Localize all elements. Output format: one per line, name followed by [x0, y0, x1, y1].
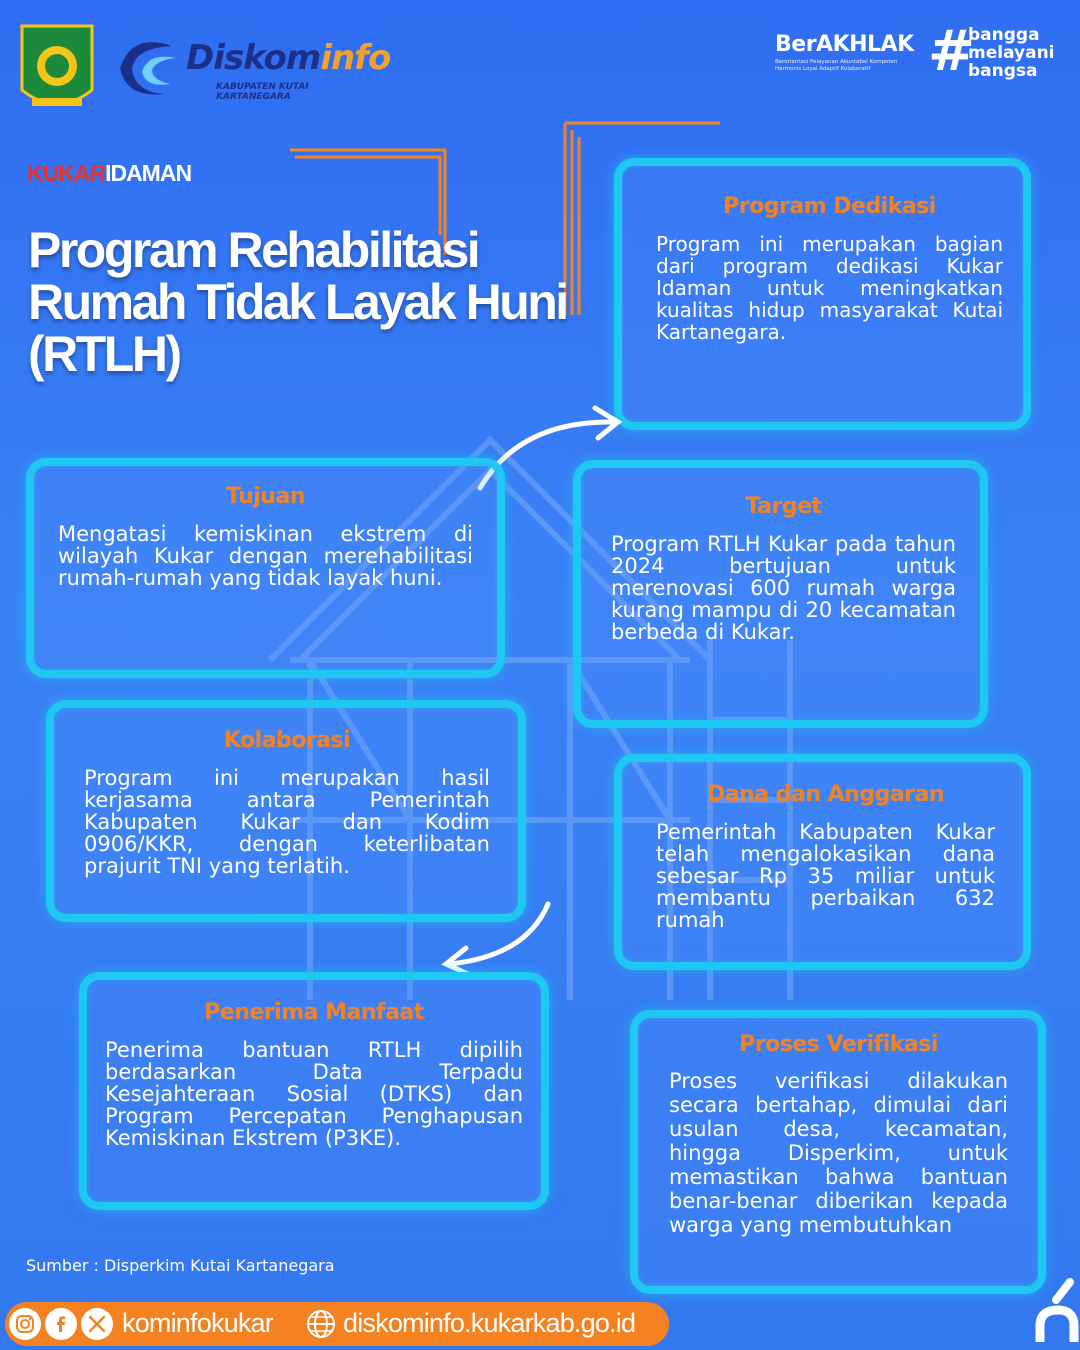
- card-text: Program ini merupakan hasil kerjasama an…: [84, 766, 490, 878]
- website-link[interactable]: diskominfo.kukarkab.go.id: [343, 1308, 636, 1338]
- card-program-dedikasi: Program Dedikasi Program ini merupakan b…: [614, 158, 1031, 430]
- card-text: Proses verifikasi dilakukan secara berta…: [669, 1069, 1008, 1237]
- berakhlak-title: BerAKHLAK: [775, 32, 914, 57]
- card-title: Program Dedikasi: [723, 194, 936, 219]
- card-title: Tujuan: [226, 484, 305, 509]
- decorative-orange-lines: [290, 121, 720, 315]
- x-icon[interactable]: [81, 1308, 113, 1340]
- card-penerima-manfaat: Penerima Manfaat Penerima bantuan RTLH d…: [79, 972, 549, 1210]
- facebook-icon[interactable]: [45, 1308, 77, 1340]
- page-title: Program Rehabilitasi Rumah Tidak Layak H…: [28, 222, 569, 382]
- card-text: Pemerintah Kabupaten Kukar telah mengalo…: [656, 820, 995, 932]
- diskominfo-subtitle: KABUPATEN KUTAI KARTANEGARA: [216, 82, 309, 102]
- card-dana-dan-anggaran: Dana dan Anggaran Pemerintah Kabupaten K…: [614, 754, 1031, 970]
- card-tujuan: Tujuan Mengatasi kemiskinan ekstrem di w…: [26, 458, 505, 678]
- kukar-idaman-tagline: KUKARIDAMAN: [27, 160, 192, 186]
- card-text: Penerima bantuan RTLH dipilih berdasarka…: [105, 1038, 523, 1150]
- bangga-line-3: bangsa: [968, 61, 1038, 81]
- instagram-icon[interactable]: [9, 1308, 41, 1340]
- berakhlak-subtitle: Berorientasi Pelayanan Akuntabel Kompete…: [775, 59, 898, 72]
- card-title: Target: [745, 494, 822, 519]
- bangga-line-1: bangga: [968, 25, 1040, 45]
- hashtag-icon: #: [928, 19, 975, 84]
- diskominfo-swirl-icon: [120, 42, 176, 95]
- bangga-line-2: melayani: [968, 43, 1055, 63]
- card-kolaborasi: Kolaborasi Program ini merupakan hasil k…: [46, 700, 526, 922]
- footer-bar: [5, 1302, 669, 1346]
- card-proses-verifikasi: Proses Verifikasi Proses verifikasi dila…: [630, 1010, 1046, 1294]
- kutai-kartanegara-seal-logo: [20, 24, 94, 106]
- card-title: Penerima Manfaat: [204, 1000, 424, 1025]
- curved-arrow-icon: [441, 901, 551, 977]
- card-text: Program RTLH Kukar pada tahun 2024 bertu…: [611, 532, 956, 644]
- social-handle[interactable]: kominfokukar: [122, 1308, 274, 1338]
- card-text: Program ini merupakan bagian dari progra…: [656, 232, 1003, 344]
- card-text: Mengatasi kemiskinan ekstrem di wilayah …: [58, 522, 473, 590]
- bangga-melayani-bangsa-logo: # bangga melayani bangsa: [928, 24, 1068, 84]
- card-target: Target Program RTLH Kukar pada tahun 202…: [573, 460, 988, 728]
- card-title: Dana dan Anggaran: [706, 782, 945, 807]
- source-note: Sumber : Disperkim Kutai Kartanegara: [26, 1256, 335, 1275]
- berakhlak-logo: BerAKHLAK Berorientasi Pelayanan Akuntab…: [775, 32, 925, 82]
- diskominfo-wordmark: Diskominfo: [186, 38, 391, 78]
- diskominfo-logo: Diskominfo KABUPATEN KUTAI KARTANEGARA: [112, 32, 391, 104]
- card-title: Proses Verifikasi: [739, 1032, 938, 1057]
- globe-icon: [307, 1310, 335, 1338]
- card-title: Kolaborasi: [223, 728, 351, 753]
- corner-brand-mark-icon: [1035, 1278, 1079, 1342]
